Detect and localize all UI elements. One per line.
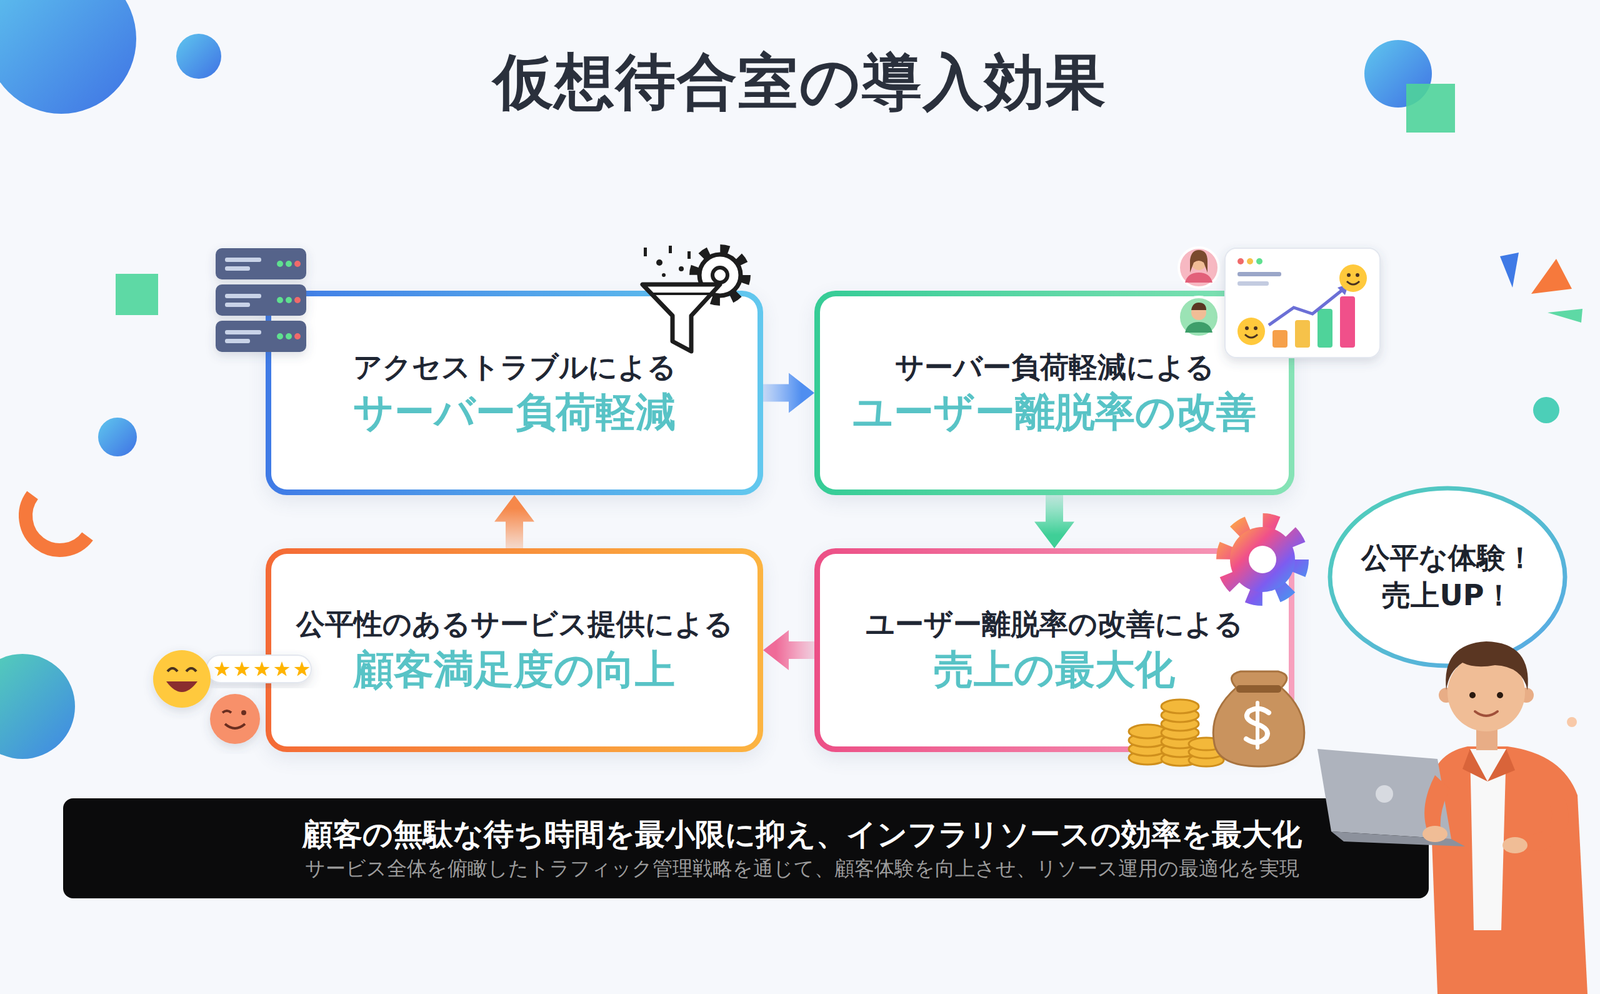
node-text: 売上の最大化 — [933, 644, 1175, 695]
process-box: アクセストラブルによるサーバー負荷軽減 — [265, 290, 764, 495]
node-text: ユーザー離脱率の改善 — [852, 386, 1257, 437]
node-text: 顧客満足度の向上 — [353, 644, 675, 695]
node-text: サーバー負荷軽減 — [353, 386, 676, 437]
node-heading: アクセストラブルによる — [353, 348, 677, 387]
bubble-outline — [1326, 485, 1569, 669]
flow-arrow — [1034, 495, 1075, 549]
node-heading: ユーザー離脱率の改善による — [865, 605, 1244, 644]
process-box: ユーザー離脱率の改善による売上の最大化 — [814, 548, 1295, 752]
node-text: サービス全体を俯瞰したトラフィック管理戦略を通じて、顧客体験を向上させ、リソース… — [305, 854, 1300, 883]
summary-band: 顧客の無駄な待ち時間を最小限に抑え、インフラリソースの効率を最大化サービス全体を… — [63, 798, 1429, 899]
deco-circle — [98, 417, 137, 457]
node-heading: サーバー負荷軽減による — [895, 348, 1215, 387]
node-heading: 公平性のあるサービス提供による — [296, 605, 734, 644]
deco-arc — [25, 495, 88, 550]
process-box: サーバー負荷軽減によるユーザー離脱率の改善 — [814, 290, 1295, 495]
deco-circle — [0, 653, 75, 759]
deco-triangle — [1531, 258, 1572, 294]
speech-bubble: 公平な体験！ 売上UP！ — [1326, 485, 1569, 669]
deco-circle — [176, 33, 222, 79]
node-heading: 顧客の無駄な待ち時間を最小限に抑え、インフラリソースの効率を最大化 — [302, 813, 1302, 855]
process-box: 公平性のあるサービス提供による顧客満足度の向上 — [265, 548, 764, 752]
node-heading: 公平な体験！ 売上UP！ — [1353, 539, 1542, 615]
deco-triangle — [1500, 252, 1519, 288]
deco-circle — [1364, 40, 1432, 108]
deco-square — [115, 273, 159, 315]
deco-square — [1406, 83, 1455, 133]
deco-triangle — [1547, 308, 1583, 323]
flow-arrow — [763, 630, 815, 670]
diagram-title: 仮想待合室の導入効果 — [0, 47, 1600, 117]
bubble-ellipse — [1330, 488, 1565, 666]
flow-arrow — [763, 373, 815, 414]
flow-arrow — [494, 495, 535, 549]
deco-circle — [1533, 396, 1560, 424]
deco-dot — [1566, 716, 1577, 727]
deco-circle — [0, 0, 137, 114]
